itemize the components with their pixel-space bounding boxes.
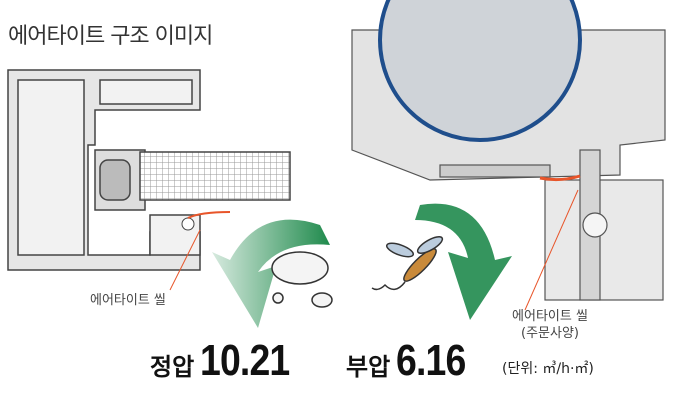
positive-pressure-label: 정압 — [150, 353, 195, 381]
page-title: 에어타이트 구조 이미지 — [8, 24, 213, 49]
negative-pressure-arrow — [415, 203, 512, 320]
unit-label: (단위: ㎥/h·㎡) — [502, 361, 594, 377]
right-seal-title: 에어타이트 씰 — [512, 309, 588, 324]
left-seal-mark — [181, 217, 195, 231]
right-seal-label: 에어타이트 씰 (주문사양) — [500, 308, 600, 342]
right-seal-note: (주문사양) — [521, 326, 579, 341]
positive-pressure-arrow — [212, 219, 330, 328]
positive-pressure: 정압 10.21 — [150, 336, 305, 386]
mosquito-icon — [371, 236, 444, 291]
negative-pressure: 부압 6.16 — [346, 336, 478, 386]
negative-pressure-label: 부압 — [346, 353, 391, 381]
left-seal-leader — [169, 229, 201, 291]
negative-pressure-value: 6.16 — [396, 336, 466, 385]
right-seal-leader — [524, 189, 579, 311]
positive-pressure-value: 10.21 — [200, 336, 290, 385]
shutter-housing — [351, 0, 666, 301]
dust-icon — [271, 251, 333, 308]
frame-profile — [7, 69, 291, 271]
left-seal-label: 에어타이트 씰 — [90, 293, 166, 308]
